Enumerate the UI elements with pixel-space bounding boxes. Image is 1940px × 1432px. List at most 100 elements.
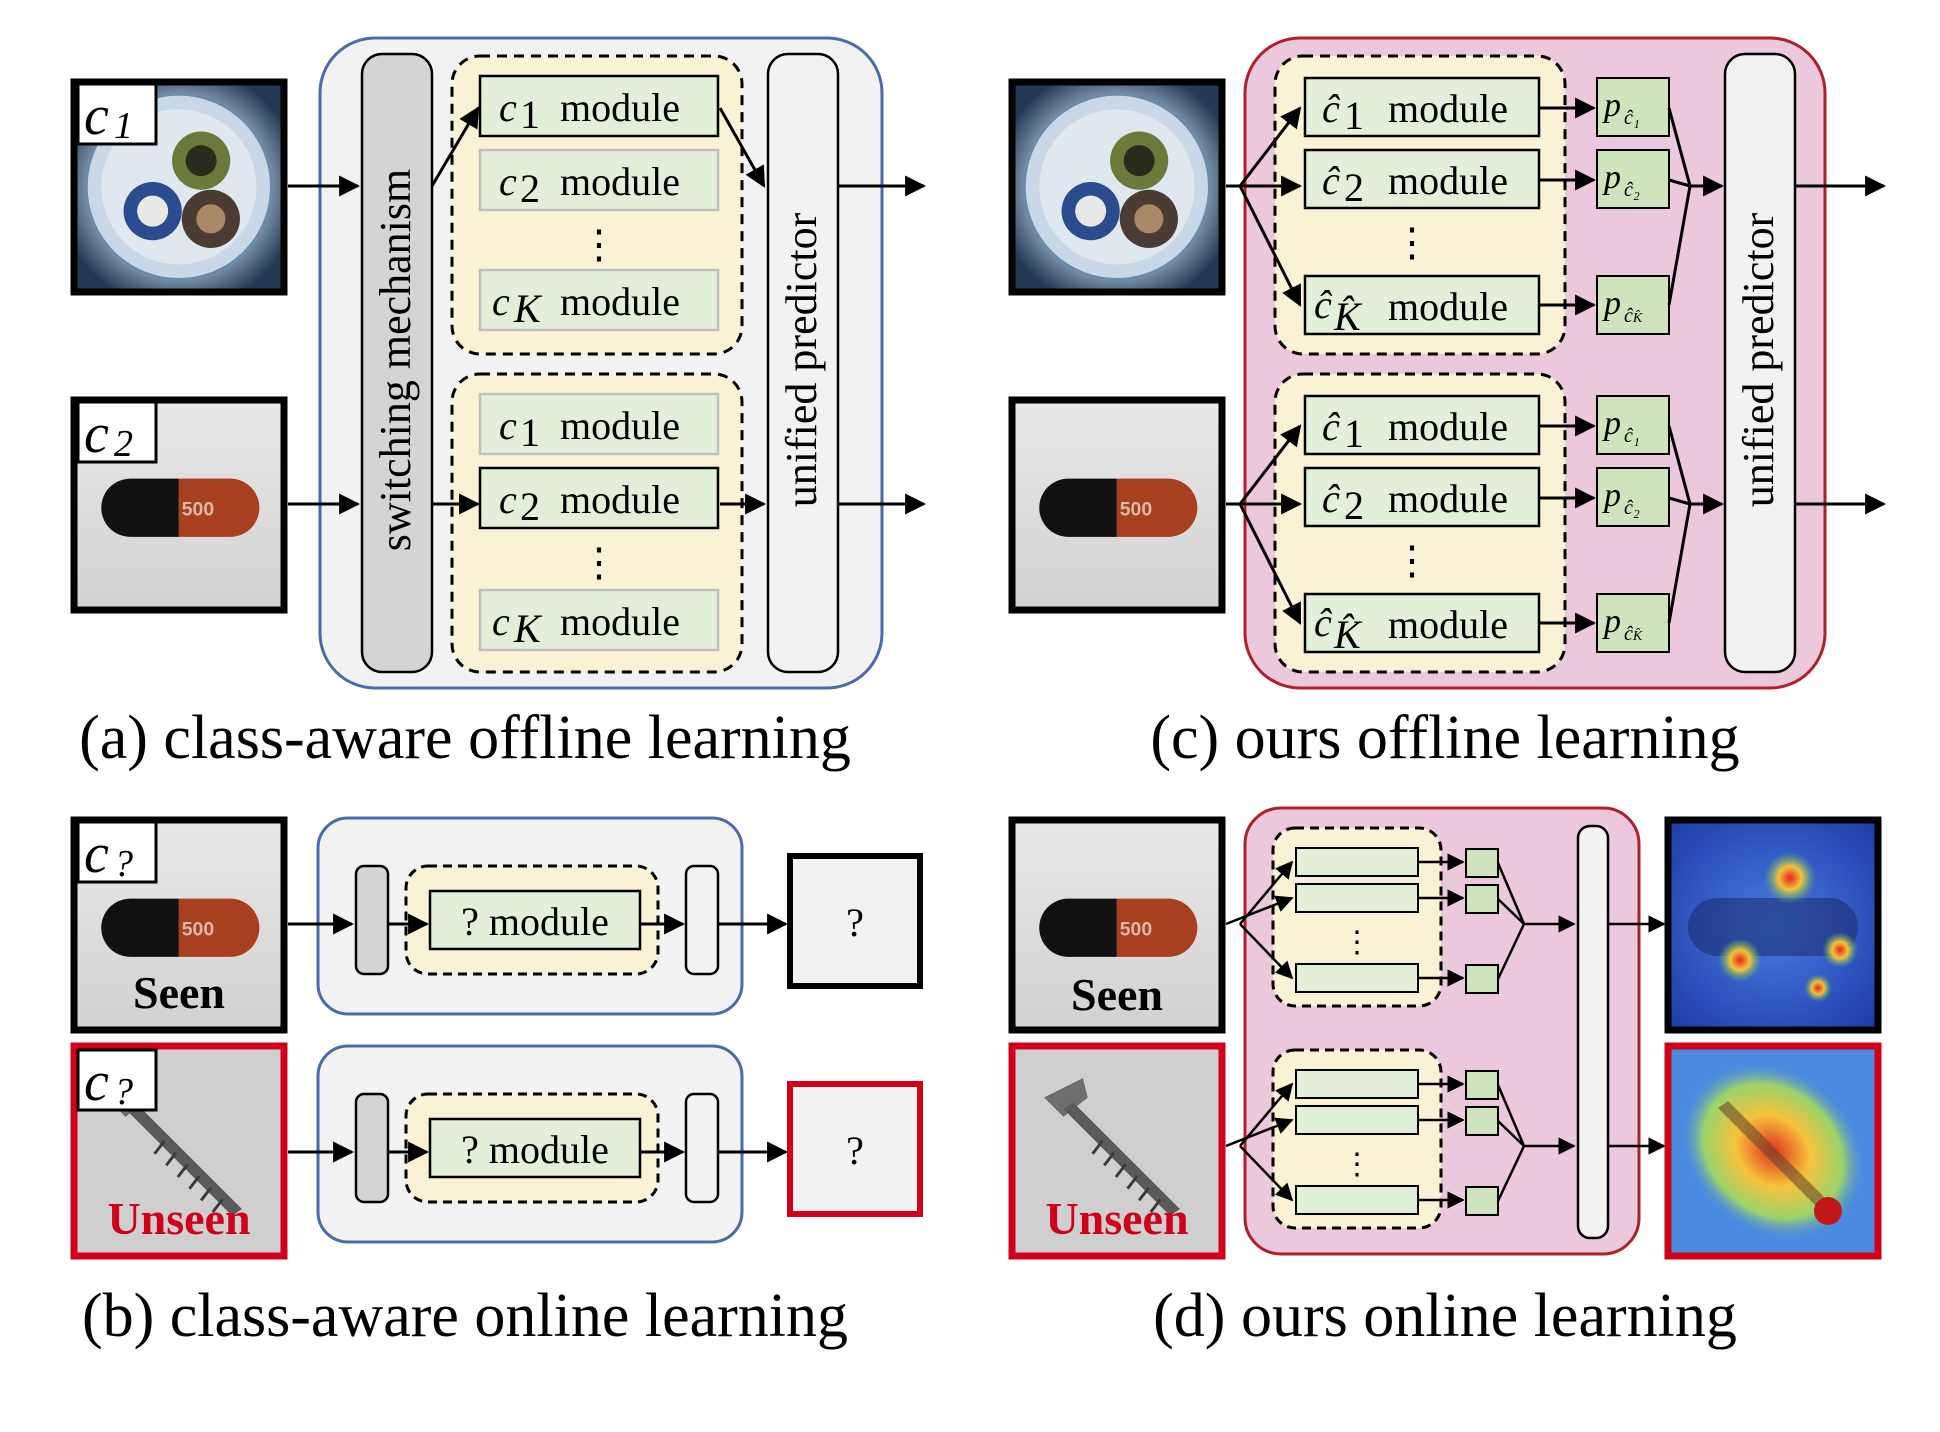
- svg-text:ĉ₂: ĉ₂: [1624, 497, 1640, 519]
- svg-text:c: c: [492, 279, 510, 324]
- svg-text:c: c: [84, 1051, 109, 1113]
- unknown-module-seen-b: [428, 889, 642, 951]
- svg-text:?: ?: [114, 843, 133, 885]
- prob-box-3-bottom-d: [1465, 1186, 1499, 1216]
- unseen-screw-image-b: [70, 1042, 288, 1260]
- svg-text:module: module: [1388, 602, 1508, 647]
- svg-text:module: module: [560, 159, 680, 204]
- seen-pill-image-b: [70, 816, 288, 1034]
- prob-box-1-top-d: [1465, 848, 1499, 878]
- svg-text:K: K: [513, 286, 543, 331]
- ellipsis-top-a: ⋮: [579, 222, 619, 267]
- ellipsis-bottom-d: ⋮: [1342, 1148, 1372, 1181]
- svg-text:p: p: [1602, 405, 1621, 442]
- unknown-module-label-seen: ? module: [461, 899, 609, 944]
- unseen-label-b: Unseen: [107, 1193, 250, 1244]
- heatmap-unseen-d: [1664, 1042, 1882, 1260]
- svg-text:p: p: [1602, 285, 1621, 322]
- unknown-module-unseen-b: [428, 1117, 642, 1179]
- svg-text:1: 1: [520, 410, 540, 455]
- svg-text:2: 2: [520, 484, 540, 529]
- unknown-module-label-unseen: ? module: [461, 1127, 609, 1172]
- caption-c: (c) ours offline learning: [1150, 704, 1739, 772]
- ellipsis-top-d: ⋮: [1342, 926, 1372, 959]
- caption-a: (a) class-aware offline learning: [79, 704, 851, 772]
- prob-box-2-bottom-d: [1465, 1106, 1499, 1136]
- switching-mechanism-box: [360, 52, 434, 674]
- svg-text:ĉ: ĉ: [1322, 404, 1341, 449]
- prob-box-1-bottom-d: [1465, 1070, 1499, 1100]
- class-tag-unknown-unseen: c ?: [76, 1048, 158, 1113]
- svg-text:?: ?: [114, 1071, 133, 1113]
- ellipsis-top-c: ⋮: [1392, 220, 1432, 265]
- svg-text:K̂: K̂: [1333, 294, 1363, 339]
- svg-text:module: module: [560, 403, 680, 448]
- module-bar-3-top-d: [1295, 963, 1419, 993]
- module-c1-bottom-a: [478, 392, 720, 456]
- svg-text:1: 1: [520, 92, 540, 137]
- svg-text:module: module: [1388, 86, 1508, 131]
- svg-text:p: p: [1602, 159, 1621, 196]
- output-label-unseen-b: ?: [846, 1128, 864, 1173]
- unseen-screw-image-d: [1008, 1042, 1226, 1260]
- svg-text:2: 2: [520, 166, 540, 211]
- module-bar-1-bottom-d: [1295, 1069, 1419, 1099]
- predictor-box-unseen-b: [684, 1092, 720, 1204]
- output-box-unseen-b: [787, 1081, 923, 1217]
- module-c2-bottom-a: [478, 466, 720, 530]
- svg-text:p: p: [1602, 477, 1621, 514]
- cable-image-c: [1008, 78, 1226, 296]
- class-tag-c2: c 2: [76, 400, 158, 465]
- svg-text:ĉ₁: ĉ₁: [1624, 425, 1640, 447]
- svg-text:ĉK̂: ĉK̂: [1624, 305, 1643, 327]
- svg-text:module: module: [1388, 404, 1508, 449]
- svg-text:1: 1: [114, 105, 133, 147]
- svg-text:c: c: [499, 159, 517, 204]
- svg-text:ĉ: ĉ: [1314, 282, 1333, 327]
- pill-image-c: [1008, 396, 1226, 614]
- module-c2-top-a: [478, 148, 720, 212]
- unified-predictor-label-a: unified predictor: [777, 212, 826, 507]
- output-label-seen-b: ?: [846, 900, 864, 945]
- class-tag-unknown-seen: c ?: [76, 820, 158, 885]
- svg-text:2: 2: [1344, 165, 1364, 210]
- svg-text:K: K: [513, 606, 543, 651]
- svg-text:module: module: [560, 279, 680, 324]
- module-bar-2-top-d: [1295, 883, 1419, 913]
- svg-text:module: module: [1388, 158, 1508, 203]
- svg-text:c: c: [499, 85, 517, 130]
- svg-text:module: module: [1388, 284, 1508, 329]
- prob-box-2-top-d: [1465, 884, 1499, 914]
- svg-text:ĉ₂: ĉ₂: [1624, 179, 1640, 201]
- svg-text:ĉ: ĉ: [1322, 158, 1341, 203]
- svg-text:ĉK̂: ĉK̂: [1624, 623, 1643, 645]
- heatmap-seen-d: [1664, 816, 1882, 1034]
- class-tag-c1: c 1: [76, 82, 158, 147]
- switch-box-unseen-b: [354, 1092, 390, 1204]
- caption-b: (b) class-aware online learning: [82, 1282, 848, 1350]
- svg-text:ĉ₁: ĉ₁: [1624, 107, 1640, 129]
- caption-d: (d) ours online learning: [1153, 1282, 1737, 1350]
- svg-text:p: p: [1602, 87, 1621, 124]
- svg-text:ĉ: ĉ: [1314, 600, 1333, 645]
- unified-predictor-box-c: [1723, 52, 1797, 674]
- module-cK-top-a: [478, 268, 720, 332]
- module-bar-3-bottom-d: [1295, 1185, 1419, 1215]
- svg-text:ĉ: ĉ: [1322, 476, 1341, 521]
- svg-text:module: module: [1388, 476, 1508, 521]
- unseen-label-d: Unseen: [1045, 1193, 1188, 1244]
- prob-box-3-top-d: [1465, 964, 1499, 994]
- svg-text:ĉ: ĉ: [1322, 86, 1341, 131]
- svg-text:1: 1: [1344, 93, 1364, 138]
- svg-text:K̂: K̂: [1333, 612, 1363, 657]
- unified-predictor-box-a: [766, 52, 840, 674]
